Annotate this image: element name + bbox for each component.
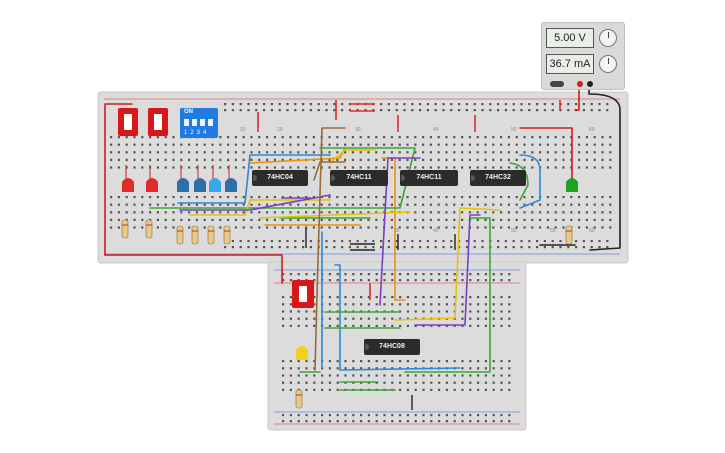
voltage-knob[interactable] [599,29,617,47]
chip-74hc08[interactable]: 74HC08 [364,339,420,355]
positive-terminal[interactable] [577,81,583,87]
led-green[interactable] [566,178,578,192]
resistor-7 [565,225,573,245]
wire-blue-2 [519,154,541,209]
col-label-60: 60 [589,127,595,133]
pushbutton-3[interactable] [292,280,314,308]
led-blue-2[interactable] [194,165,206,192]
resistor-6 [223,225,231,245]
col-label-bottom-55: 55 [550,228,556,234]
dip-toggle-4[interactable] [208,119,213,126]
wire-purple-3 [414,214,481,326]
led-blue-4[interactable] [225,165,237,192]
voltage-display: 5.00 V [546,28,594,48]
power-switch[interactable] [550,81,564,87]
power-supply: 5.00 V 36.7 mA [541,22,625,90]
dip-switch[interactable]: ON 1234 [180,108,218,138]
resistor-3 [176,225,184,245]
wire-yellow-4 [329,149,376,164]
wire-red-psu [574,85,580,111]
chip-74hc32[interactable]: 74HC32 [470,170,526,186]
resistor-4 [191,225,199,245]
wire-brown-1 [314,127,346,371]
col-label-bottom-35: 35 [394,228,400,234]
col-label-bottom-50: 50 [511,228,517,234]
led-yellow[interactable] [296,346,308,360]
wire-red-power [104,103,133,256]
wire-purple-2 [379,157,421,306]
wire-black-psu [588,85,621,251]
wire-yellow-1 [189,199,331,216]
dip-toggle-3[interactable] [200,119,205,126]
chip-74hc04[interactable]: 74HC04 [252,170,308,186]
col-label-50: 50 [511,127,517,133]
wire-blue-1 [177,154,331,204]
resistor-1 [121,219,129,239]
negative-terminal[interactable] [587,81,593,87]
resistor-5 [207,225,215,245]
col-label-bottom-60: 60 [589,228,595,234]
wire-blue-3 [334,264,461,371]
resistor-8 [295,389,303,409]
wire-brown-2 [313,161,346,181]
dip-on-label: ON [184,109,193,115]
pushbutton-2[interactable] [148,108,168,136]
breadboard-holes [110,103,612,423]
wire-red-to-bottom [104,254,283,284]
wire-purple-1 [179,194,331,211]
wire-yellow-2 [394,207,501,321]
col-label-30: 30 [355,127,361,133]
dip-toggle-1[interactable] [184,119,189,126]
current-knob[interactable] [599,55,617,73]
led-blue-3-lit[interactable] [209,165,221,192]
wire-red-led [519,127,573,179]
led-red-1[interactable] [122,165,134,192]
col-label-10: 10 [240,127,246,133]
led-blue-1[interactable] [177,165,189,192]
resistor-2 [145,219,153,239]
chip-74hc11-a[interactable]: 74HC11 [330,170,388,186]
current-display: 36.7 mA [546,54,594,74]
resistor-bands [122,224,572,396]
col-label-20: 20 [277,127,283,133]
dip-toggle-2[interactable] [192,119,197,126]
col-label-40: 40 [433,127,439,133]
dip-numbers: 1234 [184,130,210,136]
wire-green-7 [404,217,491,373]
pushbutton-1[interactable] [118,108,138,136]
led-red-2[interactable] [146,165,158,192]
chip-74hc11-b[interactable]: 74HC11 [400,170,458,186]
col-label-bottom-40: 40 [433,228,439,234]
